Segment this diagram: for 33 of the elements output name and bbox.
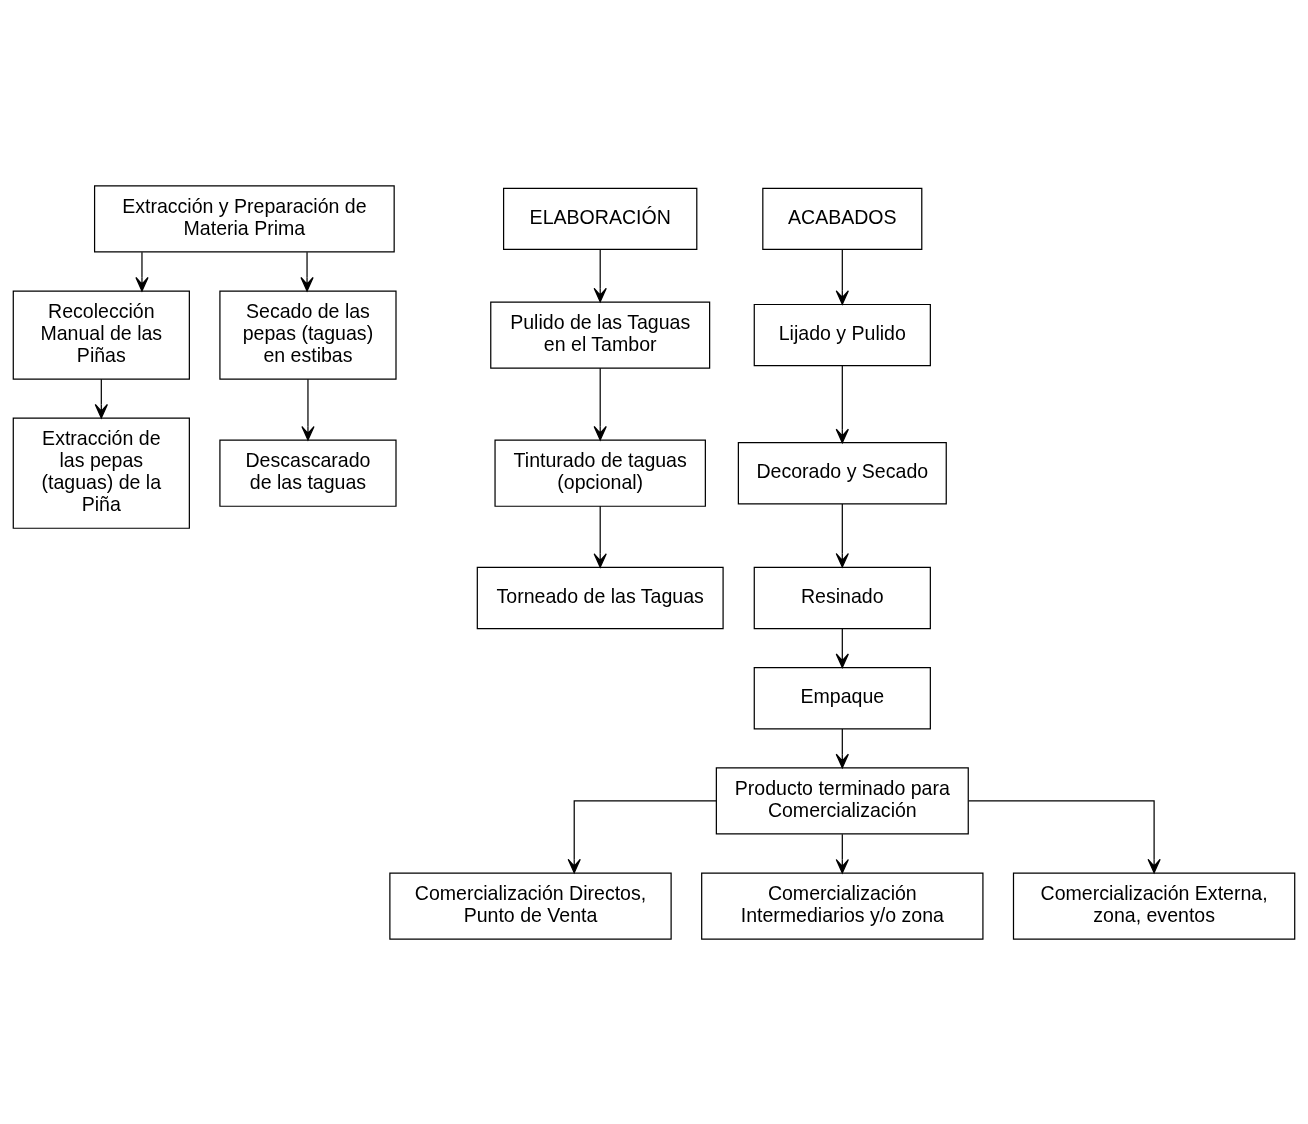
node-box: Recolección Manual de las Piñas (12, 289, 190, 380)
arrow (567, 799, 717, 873)
node-box: Secado de las pepas (taguas) en estibas (219, 289, 397, 380)
node-box: ACABADOS (762, 187, 923, 250)
arrow (593, 367, 607, 441)
arrow (835, 248, 849, 305)
arrow (94, 378, 108, 419)
node-box: Empaque (753, 666, 931, 729)
arrow (301, 378, 315, 441)
node-box: Comercialización Externa, zona, eventos (1012, 871, 1296, 940)
node-box: Comercialización Intermediarios y/o zona (701, 871, 984, 940)
arrow (835, 502, 849, 568)
arrow (835, 364, 849, 443)
arrow (593, 248, 607, 302)
node-box: Pulido de las Taguas en el Tambor (490, 300, 711, 369)
node-box: Tinturado de taguas (opcional) (494, 439, 706, 507)
arrow (135, 251, 149, 292)
node-box: Extracción y Preparación de Materia Prima (94, 184, 395, 253)
node-box: Torneado de las Taguas (476, 566, 724, 629)
node-box: Descascarado de las taguas (219, 439, 397, 507)
node-box: Extracción de las pepas (taguas) de la Piña (12, 417, 190, 529)
arrow (835, 627, 849, 668)
node-box: ELABORACIÓN (503, 187, 698, 250)
node-box: Resinado (753, 566, 931, 629)
arrow (835, 727, 849, 768)
node-box: Comercialización Directos, Punto de Venta (389, 871, 672, 940)
arrow (593, 505, 607, 568)
arrow (300, 251, 314, 292)
arrow (968, 799, 1161, 873)
arrow (835, 833, 849, 874)
node-box: Decorado y Secado (737, 441, 947, 504)
node-box: Producto terminado para Comercialización (715, 766, 969, 835)
node-box: Lijado y Pulido (753, 303, 931, 366)
